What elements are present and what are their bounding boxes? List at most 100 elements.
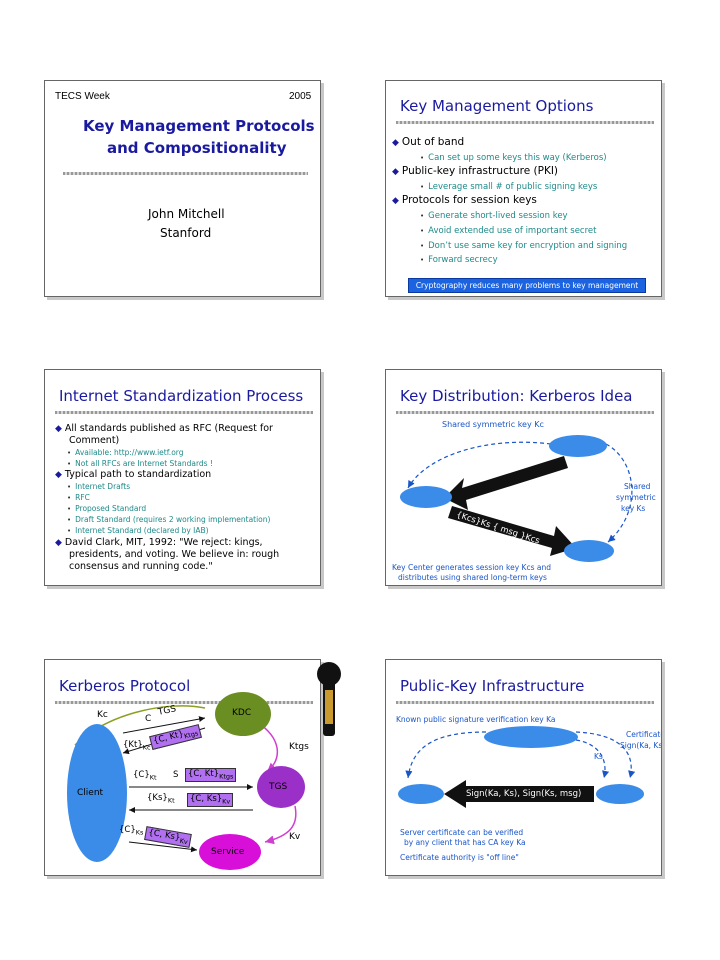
slide-title: Internet Standardization Process <box>59 387 304 405</box>
header-left: TECS Week <box>55 91 110 102</box>
msg-c-kt: {C}Kt <box>133 770 157 782</box>
server-node <box>596 784 644 804</box>
ks-label: Ks <box>594 752 603 761</box>
ticket-service-1: {C, Ks}Kv <box>187 793 234 807</box>
dot-bullet-icon: • <box>420 256 425 264</box>
author: John Mitchell <box>148 207 225 221</box>
dot-bullet-icon: • <box>67 494 72 502</box>
slide-kerberos-protocol: Kerberos Protocol Client KDC TGS Service… <box>44 659 341 876</box>
dot-bullet-icon: • <box>420 242 425 250</box>
sub-bullet: •Internet Standard (declared by IAB) <box>67 526 209 535</box>
ktgs-label: Ktgs <box>289 742 309 752</box>
slide-kerberos-idea: Key Distribution: Kerberos Idea Shared s… <box>385 369 662 586</box>
slide-title: Key Management Options <box>400 97 594 115</box>
dot-bullet-icon: • <box>420 154 425 162</box>
dashed-link-left <box>405 731 487 779</box>
dot-bullet-icon: • <box>67 505 72 513</box>
sub-bullet: •Proposed Standard <box>67 504 147 513</box>
arrow-label: Sign(Ka, Ks), Sign(Ks, msg) <box>466 789 582 799</box>
dot-bullet-icon: • <box>67 483 72 491</box>
bullet-continuation: presidents, and voting. We believe in: r… <box>69 549 280 560</box>
dot-bullet-icon: • <box>67 449 72 457</box>
msg-s: S <box>173 770 179 780</box>
top-label: Known public signature verification key … <box>396 715 556 724</box>
arrow-server-to-client <box>444 780 594 808</box>
dashed-link-right <box>605 443 633 543</box>
ticket-tgt-2: {C, Kt}Ktgs <box>185 768 237 782</box>
arrow-to-client <box>444 456 568 510</box>
header-right: 2005 <box>289 91 312 102</box>
client-node <box>398 784 444 804</box>
msg-c-tgs <box>122 716 206 734</box>
top-label: Shared symmetric key Kc <box>442 420 544 429</box>
service-node <box>199 834 261 870</box>
sub-bullet: •Don’t use same key for encryption and s… <box>420 241 628 251</box>
sub-bullet: •Avoid extended use of important secret <box>420 226 597 236</box>
diamond-bullet-icon: ◆ <box>392 138 399 148</box>
diamond-bullet-icon: ◆ <box>392 196 399 206</box>
kv-label: Kv <box>289 832 301 842</box>
title-line2: and Compositionality <box>107 139 287 157</box>
bullet: ◆All standards published as RFC (Request… <box>55 423 273 434</box>
kdc-node <box>549 435 607 457</box>
sub-bullet: •Forward secrecy <box>420 255 498 265</box>
summary-banner: Cryptography reduces many problems to ke… <box>408 278 646 293</box>
cert-label-line2: Sign(Ka, Ks) <box>620 741 662 750</box>
sub-bullet: •Not all RFCs are Internet Standards ! <box>67 459 213 468</box>
bullet: ◆Out of band <box>392 136 465 148</box>
right-label-line3: key Ks <box>621 504 646 513</box>
dot-bullet-icon: • <box>67 527 72 535</box>
slide-title: TECS Week 2005 Key Management Protocols … <box>44 80 321 297</box>
client-label: Client <box>77 788 104 798</box>
kdc-node <box>215 692 271 736</box>
sub-bullet: •RFC <box>67 493 90 502</box>
footer-line1: Key Center generates session key Kcs and <box>392 563 551 572</box>
slide-title: Key Distribution: Kerberos Idea <box>400 387 633 405</box>
slide-key-management-options: Key Management Options ◆Out of band •Can… <box>385 80 662 297</box>
msg-c-ks: {C}Ks <box>119 825 144 837</box>
right-label-line1: Shared <box>624 482 651 491</box>
kerberos-diagram <box>407 441 633 556</box>
diamond-bullet-icon: ◆ <box>55 470 62 480</box>
tgs-node <box>257 766 305 808</box>
ca-node <box>484 726 578 748</box>
dot-bullet-icon: • <box>67 460 72 468</box>
diamond-bullet-icon: ◆ <box>55 538 62 548</box>
divider <box>396 701 654 704</box>
sub-bullet: •Leverage small # of public signing keys <box>420 182 598 192</box>
msg-ks-kt: {Ks}Kt <box>147 793 175 805</box>
slide-title: Kerberos Protocol <box>59 677 191 695</box>
divider <box>63 172 308 175</box>
dot-bullet-icon: • <box>67 516 72 524</box>
footer-line3: Certificate authority is "off line" <box>400 853 519 862</box>
divider <box>55 411 313 414</box>
slide-internet-standardization: Internet Standardization Process ◆All st… <box>44 369 321 586</box>
sub-bullet: •Can set up some keys this way (Kerberos… <box>420 153 607 163</box>
divider <box>396 411 654 414</box>
bullet: ◆David Clark, MIT, 1992: "We reject: kin… <box>55 537 263 548</box>
tgs-label: TGS <box>269 782 288 792</box>
sub-bullet: •Draft Standard (requires 2 working impl… <box>67 515 271 524</box>
bullet: ◆Protocols for session keys <box>392 194 537 206</box>
client-node <box>400 486 452 508</box>
keyhole-logo-icon <box>313 660 345 740</box>
dot-bullet-icon: • <box>420 212 425 220</box>
service-label: Service <box>211 847 245 857</box>
msg-to-service <box>128 841 198 853</box>
dot-bullet-icon: • <box>420 183 425 191</box>
server-node <box>564 540 614 562</box>
affiliation: Stanford <box>160 226 212 240</box>
dashed-link-right-inner <box>575 739 610 779</box>
kc-label: Kc <box>97 710 108 720</box>
cert-label-line1: Certificate <box>626 730 662 739</box>
divider <box>55 701 313 704</box>
client-node <box>67 724 127 862</box>
dashed-link-right-outer <box>575 731 636 779</box>
bullet-continuation: Comment) <box>69 435 120 446</box>
divider <box>396 121 654 124</box>
msg-c: C <box>145 714 152 724</box>
footer-line1: Server certificate can be verified <box>400 828 524 837</box>
arrow-to-server <box>448 506 576 556</box>
diamond-bullet-icon: ◆ <box>392 167 399 177</box>
title-line1: Key Management Protocols <box>83 117 315 135</box>
